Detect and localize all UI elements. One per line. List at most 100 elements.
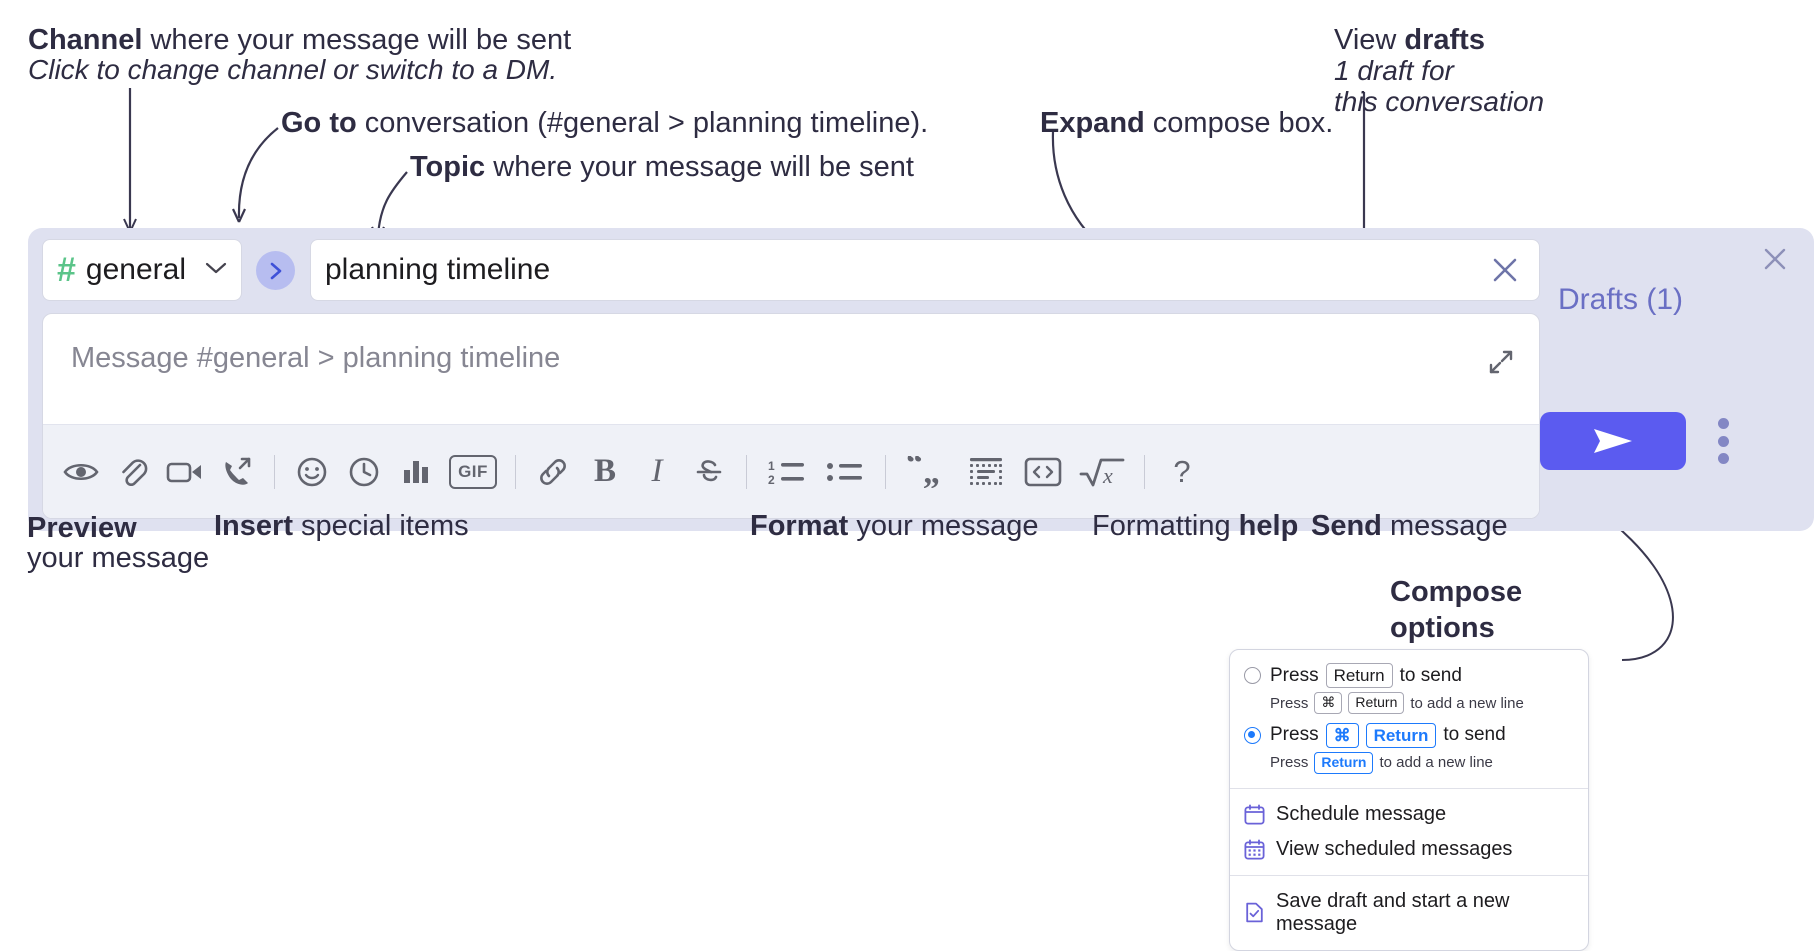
calendar-icon — [1244, 804, 1265, 825]
record-audio-button[interactable] — [211, 446, 263, 498]
radio-button-unselected[interactable] — [1244, 667, 1261, 685]
annotation-expand: Expand compose box. — [1040, 105, 1333, 142]
radio-label-2: Press ⌘ Return to send — [1270, 722, 1506, 748]
separator-2 — [515, 454, 516, 489]
key-command: ⌘ — [1325, 722, 1359, 748]
kebab-dot-2 — [1717, 435, 1729, 447]
emoji-button[interactable] — [286, 446, 338, 498]
send-icon — [1594, 429, 1632, 453]
radio2-sub-pre: Press — [1270, 754, 1309, 772]
message-input[interactable]: Message #general > planning timeline — [43, 314, 1539, 424]
strikethrough-button[interactable] — [683, 446, 735, 498]
code-block-button[interactable] — [957, 446, 1015, 498]
video-camera-icon — [166, 462, 201, 482]
radio2-post: to send — [1443, 724, 1506, 746]
bulleted-list-button[interactable] — [816, 446, 874, 498]
compose-panel: # general planning timeline — [28, 228, 1814, 531]
menu-radio-cmd-return-to-send[interactable]: Press ⌘ Return to send — [1230, 720, 1588, 751]
annotation-preview: Preview — [27, 510, 137, 547]
record-video-button[interactable] — [159, 446, 211, 498]
svg-text:2: 2 — [768, 473, 775, 487]
annotation-help: Formatting help — [1092, 510, 1298, 543]
radio1-sub-post: to add a new line — [1410, 694, 1524, 712]
compose-options-button[interactable] — [1708, 418, 1738, 464]
gif-label: GIF — [449, 454, 497, 489]
italic-button[interactable]: I — [631, 446, 683, 498]
channel-selector[interactable]: # general — [42, 239, 242, 301]
preview-button[interactable] — [55, 446, 107, 498]
annotation-drafts-sub1: 1 draft for — [1334, 55, 1454, 86]
annotation-goto-bold: Go to — [281, 107, 357, 139]
link-icon — [540, 458, 566, 485]
annotation-insert-rest: special items — [292, 510, 469, 542]
strikethrough-icon — [696, 459, 722, 481]
code-block-icon — [970, 457, 1002, 485]
expand-compose-button[interactable] — [1481, 342, 1521, 382]
annotation-insert-bold: Insert — [214, 510, 293, 542]
radio-button-selected[interactable] — [1244, 726, 1261, 744]
numbered-list-icon: 1 2 — [768, 459, 804, 487]
annotation-preview-sub: your message — [27, 542, 210, 574]
poll-button[interactable] — [390, 446, 442, 498]
phone-arrow-icon — [225, 457, 251, 485]
panel-close-button[interactable] — [1758, 242, 1792, 276]
chevron-down-icon — [205, 261, 227, 280]
annotation-format-rest: your message — [848, 510, 1039, 542]
annotation-send: Send message — [1311, 510, 1508, 543]
goto-conversation-button[interactable] — [256, 251, 295, 290]
ordered-list-button[interactable]: 1 2 — [758, 446, 816, 498]
attach-file-button[interactable] — [107, 446, 159, 498]
annotation-compose-options-l2: options — [1390, 612, 1495, 644]
key-command: ⌘ — [1314, 692, 1343, 714]
message-placeholder: Message #general > planning timeline — [71, 342, 561, 374]
inline-code-button[interactable] — [1015, 446, 1071, 498]
svg-text:„: „ — [923, 456, 940, 488]
annotation-preview-bold: Preview — [27, 512, 137, 544]
bulleted-list-icon — [827, 462, 862, 481]
schedule-button[interactable] — [338, 446, 390, 498]
annotation-goto-rest: conversation (#general > planning timeli… — [356, 107, 929, 139]
annotation-topic-rest: where your message will be sent — [485, 151, 914, 183]
gif-button[interactable]: GIF — [442, 446, 504, 498]
menu-radio-2-sub: Press Return to add a new line — [1230, 751, 1588, 780]
menu-item-schedule-message[interactable]: Schedule message — [1230, 797, 1588, 832]
message-box: Message #general > planning timeline — [42, 313, 1540, 519]
menu-item-view-scheduled-messages[interactable]: View scheduled messages — [1230, 832, 1588, 867]
paperclip-icon — [122, 458, 148, 486]
radio2-sub-post: to add a new line — [1379, 754, 1493, 772]
separator-5 — [1144, 454, 1145, 489]
blockquote-button[interactable]: “ „ — [897, 446, 957, 498]
annotation-topic: Topic where your message will be sent — [410, 149, 914, 186]
italic-label: I — [651, 453, 663, 489]
close-icon — [1493, 258, 1517, 282]
separator-4 — [885, 454, 886, 489]
annotation-channel-bold: Channel — [28, 24, 143, 56]
key-return: Return — [1325, 663, 1393, 689]
chevron-right-icon — [270, 262, 281, 279]
link-button[interactable] — [527, 446, 579, 498]
separator-1 — [274, 454, 275, 489]
menu-radio-return-to-send[interactable]: Press Return to send — [1230, 660, 1588, 691]
menu-item-save-draft[interactable]: Save draft and start a new message — [1230, 884, 1588, 942]
key-return: Return — [1365, 722, 1437, 748]
bold-button[interactable]: B — [579, 446, 631, 498]
annotation-drafts-sub2: this conversation — [1334, 86, 1545, 117]
channel-name: general — [85, 253, 186, 286]
compose-options-menu: Press Return to send Press ⌘ Return to a… — [1229, 649, 1589, 951]
annotation-topic-bold: Topic — [410, 151, 486, 183]
annotation-expand-bold: Expand — [1040, 107, 1145, 139]
annotation-channel-rest: where your message will be sent — [142, 24, 572, 56]
topic-field[interactable]: planning timeline — [310, 239, 1540, 301]
formatting-help-button[interactable]: ? — [1156, 446, 1208, 498]
annotation-help-bold: help — [1238, 510, 1299, 542]
topic-clear-button[interactable] — [1485, 250, 1525, 290]
radio-label-1: Press Return to send — [1270, 663, 1462, 689]
send-button[interactable] — [1540, 412, 1686, 470]
math-button[interactable]: x — [1071, 446, 1133, 498]
topic-value: planning timeline — [325, 253, 551, 286]
annotation-drafts: View drafts — [1334, 22, 1485, 59]
bold-label: B — [593, 453, 616, 489]
close-icon — [1764, 248, 1786, 270]
drafts-link[interactable]: Drafts (1) — [1558, 283, 1684, 316]
annotation-send-rest: message — [1381, 510, 1508, 542]
